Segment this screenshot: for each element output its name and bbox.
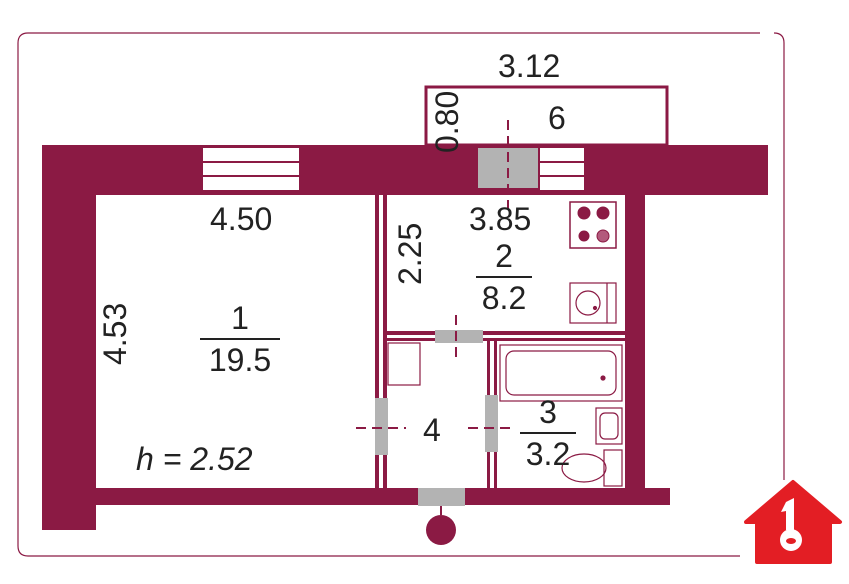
toilet-icon [561,449,623,487]
kitchen-width: 3.85 [469,201,532,237]
window-1 [203,148,299,190]
room-6-number: 6 [548,100,566,136]
entrance-marker [426,515,456,545]
closet-icon [387,342,421,386]
window-2 [540,148,584,190]
room1-width: 4.50 [210,201,273,237]
ceiling-height: h = 2.52 [136,441,253,477]
logo-icon [744,480,842,564]
balcony-width: 3.12 [498,48,561,84]
kitchen-depth: 2.25 [392,222,428,285]
stove-icon [569,201,617,249]
sink-icon [569,282,617,324]
room-4-number: 4 [423,412,441,448]
balcony-depth: 0.80 [429,90,465,153]
door-axes [356,120,516,429]
washbasin-icon [595,407,623,445]
bathtub-icon [499,344,623,402]
plan-border [17,32,785,557]
room1-length: 4.53 [97,302,133,365]
